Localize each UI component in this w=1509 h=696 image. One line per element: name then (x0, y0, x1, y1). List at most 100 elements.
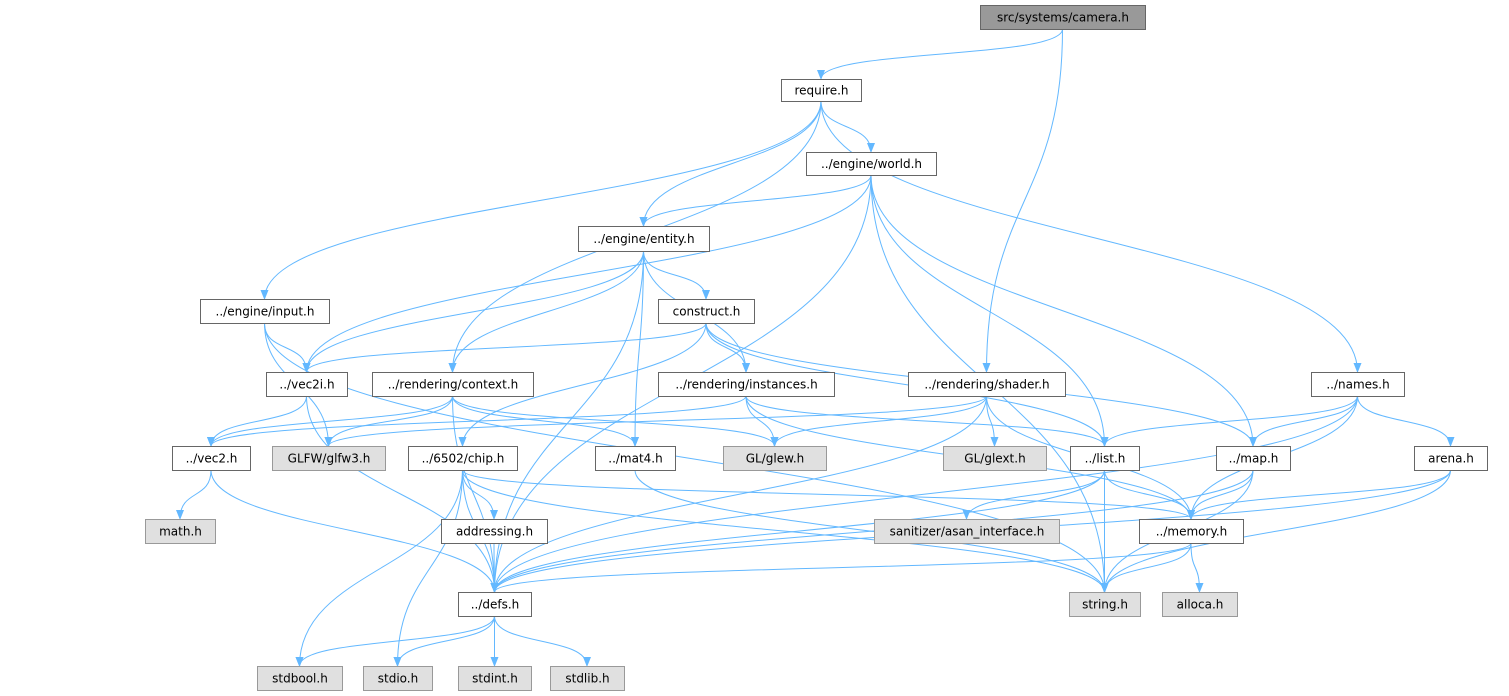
node-label: ../rendering/context.h (388, 378, 519, 392)
node-mat4[interactable]: ../mat4.h (595, 446, 676, 471)
node-box (458, 666, 532, 691)
node-input[interactable]: ../engine/input.h (200, 299, 330, 324)
node-names[interactable]: ../names.h (1311, 372, 1405, 397)
edge-addressing-to-defs (490, 542, 499, 593)
edge-camera-to-shader (982, 28, 1063, 373)
node-defs[interactable]: ../defs.h (458, 592, 532, 617)
node-label: require.h (794, 84, 848, 98)
node-box (595, 446, 676, 471)
node-label: ../engine/world.h (821, 157, 922, 171)
edge-vec2-to-defs (210, 469, 499, 593)
edge-context-to-mat4 (452, 395, 639, 447)
node-label: GLFW/glfw3.h (288, 452, 371, 466)
node-box (1414, 446, 1488, 471)
node-string: string.h (1069, 592, 1141, 617)
node-context[interactable]: ../rendering/context.h (372, 372, 534, 397)
node-box (1070, 446, 1140, 471)
node-box (172, 446, 251, 471)
node-box (874, 519, 1060, 544)
edge-list-to-defs (490, 469, 1105, 593)
edge-defs-to-stdlib (494, 615, 591, 667)
edge-chip-to-addressing (462, 469, 498, 520)
node-box (1069, 592, 1141, 617)
node-box (1311, 372, 1405, 397)
node-label: ../defs.h (471, 598, 520, 612)
node-label: ../mat4.h (608, 452, 662, 466)
node-list[interactable]: ../list.h (1070, 446, 1140, 471)
node-chip[interactable]: ../6502/chip.h (408, 446, 518, 471)
edge-context-to-vec2 (207, 395, 453, 447)
node-world[interactable]: ../engine/world.h (806, 152, 937, 176)
node-label: ../memory.h (1156, 525, 1228, 539)
node-label: ../vec2.h (186, 452, 238, 466)
node-label: ../engine/entity.h (593, 232, 694, 246)
edge-require-to-input (260, 100, 822, 300)
node-label: ../6502/chip.h (422, 452, 505, 466)
nodes-layer: src/systems/camera.h require.h ../engine/w… (145, 5, 1488, 691)
edge-defs-to-stdbool (295, 615, 495, 667)
edge-shader-to-defs (490, 395, 987, 593)
node-box (408, 446, 518, 471)
edge-names-to-list (1100, 395, 1358, 447)
node-box (1216, 446, 1291, 471)
edge-names-to-defs (490, 395, 1358, 593)
node-vec2i[interactable]: ../vec2i.h (266, 372, 348, 397)
edge-input-to-vec2i (264, 322, 311, 373)
node-stdlib: stdlib.h (550, 666, 625, 691)
node-label: math.h (159, 525, 202, 539)
edge-world-to-entity (639, 174, 872, 227)
edge-instances-to-list (745, 395, 1109, 447)
node-box (266, 372, 348, 397)
node-label: stdio.h (378, 672, 418, 686)
node-camera[interactable]: src/systems/camera.h (980, 5, 1146, 30)
node-box (1162, 592, 1238, 617)
node-box (441, 519, 548, 544)
edge-list-to-asan (962, 469, 1105, 520)
node-box (372, 372, 534, 397)
edge-entity-to-vec2i (302, 250, 644, 373)
edges-layer (176, 28, 1455, 667)
node-box (550, 666, 625, 691)
node-box (943, 446, 1047, 471)
node-require[interactable]: require.h (781, 79, 862, 102)
node-vec2[interactable]: ../vec2.h (172, 446, 251, 471)
node-glew: GL/glew.h (723, 446, 827, 471)
node-box (363, 666, 433, 691)
node-construct[interactable]: construct.h (658, 299, 755, 324)
node-label: sanitizer/asan_interface.h (890, 525, 1045, 539)
node-label: alloca.h (1177, 598, 1224, 612)
edge-arena-to-string (1100, 469, 1451, 593)
node-alloca: alloca.h (1162, 592, 1238, 617)
edge-arena-to-memory (1187, 469, 1451, 520)
node-label: stdlib.h (565, 672, 609, 686)
node-map[interactable]: ../map.h (1216, 446, 1291, 471)
node-memory[interactable]: ../memory.h (1139, 519, 1244, 544)
node-label: src/systems/camera.h (997, 11, 1129, 25)
edge-defs-to-stdio (393, 615, 495, 667)
edge-chip-to-string (462, 469, 1109, 593)
node-box (458, 592, 532, 617)
node-label: ../rendering/shader.h (924, 378, 1049, 392)
edge-require-to-entity (639, 100, 822, 227)
node-glext: GL/glext.h (943, 446, 1047, 471)
node-label: stdbool.h (272, 672, 328, 686)
edge-chip-to-stdio (393, 469, 463, 667)
edge-names-to-map (1249, 395, 1358, 447)
node-entity[interactable]: ../engine/entity.h (578, 226, 710, 252)
node-label: ../rendering/instances.h (675, 378, 817, 392)
node-box (908, 372, 1066, 397)
edge-construct-to-list (705, 322, 1109, 447)
node-box (200, 299, 330, 324)
node-instances[interactable]: ../rendering/instances.h (658, 372, 835, 397)
node-label: stdint.h (472, 672, 518, 686)
node-label: ../list.h (1085, 452, 1126, 466)
node-arena[interactable]: arena.h (1414, 446, 1488, 471)
edge-vec2i-to-defs (306, 395, 499, 593)
edge-context-to-glfw (324, 395, 453, 447)
node-label: ../engine/input.h (216, 305, 315, 319)
node-stdbool: stdbool.h (257, 666, 343, 691)
node-box (980, 5, 1146, 30)
node-shader[interactable]: ../rendering/shader.h (908, 372, 1066, 397)
node-box (781, 79, 862, 102)
node-addressing[interactable]: addressing.h (441, 519, 548, 544)
